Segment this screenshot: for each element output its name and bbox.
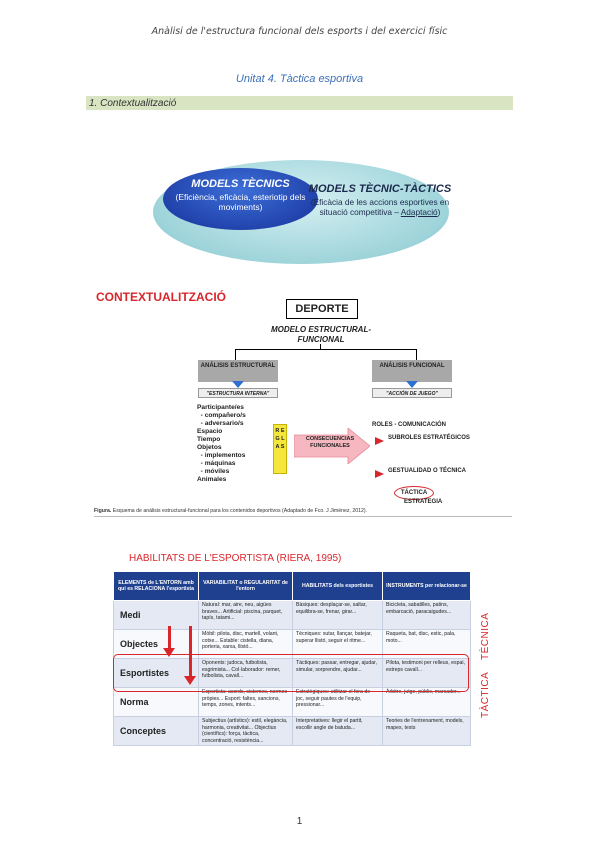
table-header-row: ELEMENTS de L'ENTORN amb qui es RELACION… <box>113 571 471 601</box>
skills-table: ELEMENTS de L'ENTORN amb qui es RELACION… <box>113 571 471 746</box>
estrategia-label: ESTRATEGIA <box>404 499 443 505</box>
subroles-label: SUBROLES ESTRATÉGICOS <box>388 435 470 441</box>
red-down-arrow-icon <box>168 626 171 650</box>
tactica-label: TÁCTICA <box>394 486 434 500</box>
side-label-tactica: TÀCTICA <box>480 671 491 718</box>
table-cell: Natural: mar, aire, neu, aigües braves..… <box>198 600 293 630</box>
arrow-down-icon <box>406 381 418 388</box>
table-cell: Estratègiques: utilitzar el fora de joc,… <box>292 687 383 717</box>
analisis-funcional-box: ANÁLISIS FUNCIONAL <box>372 360 452 382</box>
roles-row: ROLES - COMUNICACIÓN <box>372 413 446 431</box>
side-label-tecnica: TÈCNICA <box>480 612 491 660</box>
skills-table-title: HABILITATS DE L'ESPORTISTA (RIERA, 1995) <box>129 553 342 564</box>
red-arrow-icon <box>375 437 384 445</box>
bracket <box>235 349 417 360</box>
column-header: INSTRUMENTS per relacionar-se <box>382 571 471 601</box>
table-cell: Tàctiques: passar, entregar, ajudar, sim… <box>292 658 383 688</box>
table-row: Conceptes Subjectius (artístics): estil,… <box>113 716 471 746</box>
roles-label: ROLES - COMUNICACIÓN <box>372 422 446 428</box>
table-cell-element: Medi <box>113 600 199 630</box>
gestualidad-label: GESTUALIDAD O TÉCNICA <box>388 468 466 474</box>
deporte-box: DEPORTE <box>286 299 358 319</box>
analisis-estructural-box: ANÁLISIS ESTRUCTURAL <box>198 360 278 382</box>
section-heading: 1. Contextualització <box>89 98 177 109</box>
column-header: VARIABILITAT o REGULARITAT de l'entorn <box>198 571 293 601</box>
table-cell: Esportista: acords, sistemes, normes prò… <box>198 687 293 717</box>
red-down-arrow-icon <box>189 626 192 678</box>
estructura-interna-label: "ESTRUCTURA INTERNA" <box>198 388 278 398</box>
table-row: Norma Esportista: acords, sistemes, norm… <box>113 687 471 717</box>
participants-list: Participante/es - compañero/s - adversar… <box>197 404 246 483</box>
table-cell-element: Esportistes <box>113 658 199 688</box>
technical-models-ellipse: MODELS TÈCNICS (Eficiència, eficàcia, es… <box>163 168 318 230</box>
unit-title: Unitat 4. Tàctica esportiva <box>235 73 364 85</box>
technical-models-title: MODELS TÈCNICS <box>191 178 290 190</box>
red-down-arrow-icon <box>184 676 196 685</box>
arrow-down-icon <box>232 381 244 388</box>
red-down-arrow-icon <box>163 648 175 657</box>
technical-tactical-models: MODELS TÈCNIC-TÀCTICS (Eficàcia de les a… <box>305 183 455 217</box>
modelo-label: MODELO ESTRUCTURAL-FUNCIONAL <box>271 325 371 344</box>
caption-divider <box>94 516 512 517</box>
bracket-stem <box>320 344 321 350</box>
pink-arrow-icon <box>294 428 370 464</box>
table-cell: Teories de l'entrenament, models, mapes,… <box>382 716 471 746</box>
consecuencias-label: CONSECUENCIAS FUNCIONALES <box>305 436 355 449</box>
technical-tactical-title: MODELS TÈCNIC-TÀCTICS <box>308 183 452 195</box>
table-cell: Bàsiques: desplaçar-se, saltar, equilibr… <box>292 600 383 630</box>
table-cell: Interpretatives: llegir el partit, escol… <box>292 716 383 746</box>
table-cell: Oponents: judoca, futbolista, esgrimista… <box>198 658 293 688</box>
red-arrow-icon <box>375 470 384 478</box>
table-row: Objectes Mòbil: pilota, disc, martell, v… <box>113 629 471 659</box>
column-header: HABILITATS dels esportistes <box>292 571 383 601</box>
contextualization-title: CONTEXTUALITZACIÓ <box>96 290 226 304</box>
technical-tactical-desc: (Eficàcia de les accions esportives en s… <box>310 197 450 217</box>
table-cell-element: Conceptes <box>113 716 199 746</box>
table-cell: Bicicleta, sabatilles, patins, embarcaci… <box>382 600 471 630</box>
table-cell: Pilota, testimoni per relleus, espai, es… <box>382 658 471 688</box>
accion-juego-label: "ACCIÓN DE JUEGO" <box>372 388 452 398</box>
highlight-box <box>113 654 469 692</box>
table-cell: Subjectius (artístics): estil, elegància… <box>198 716 293 746</box>
page-number: 1 <box>296 816 303 827</box>
column-header: ELEMENTS de L'ENTORN amb qui es RELACION… <box>113 571 199 601</box>
figure-caption: Figura. Esquema de análisis estructural-… <box>94 508 368 514</box>
section-bar <box>86 96 513 110</box>
technical-models-desc: (Eficiència, eficàcia, esteriotip dels m… <box>175 192 306 212</box>
running-header: Anàlisi de l'estructura funcional dels e… <box>151 26 448 37</box>
reglas-box: R E G L A S <box>273 424 287 474</box>
table-row: Esportistes Oponents: judoca, futbolista… <box>113 658 471 688</box>
